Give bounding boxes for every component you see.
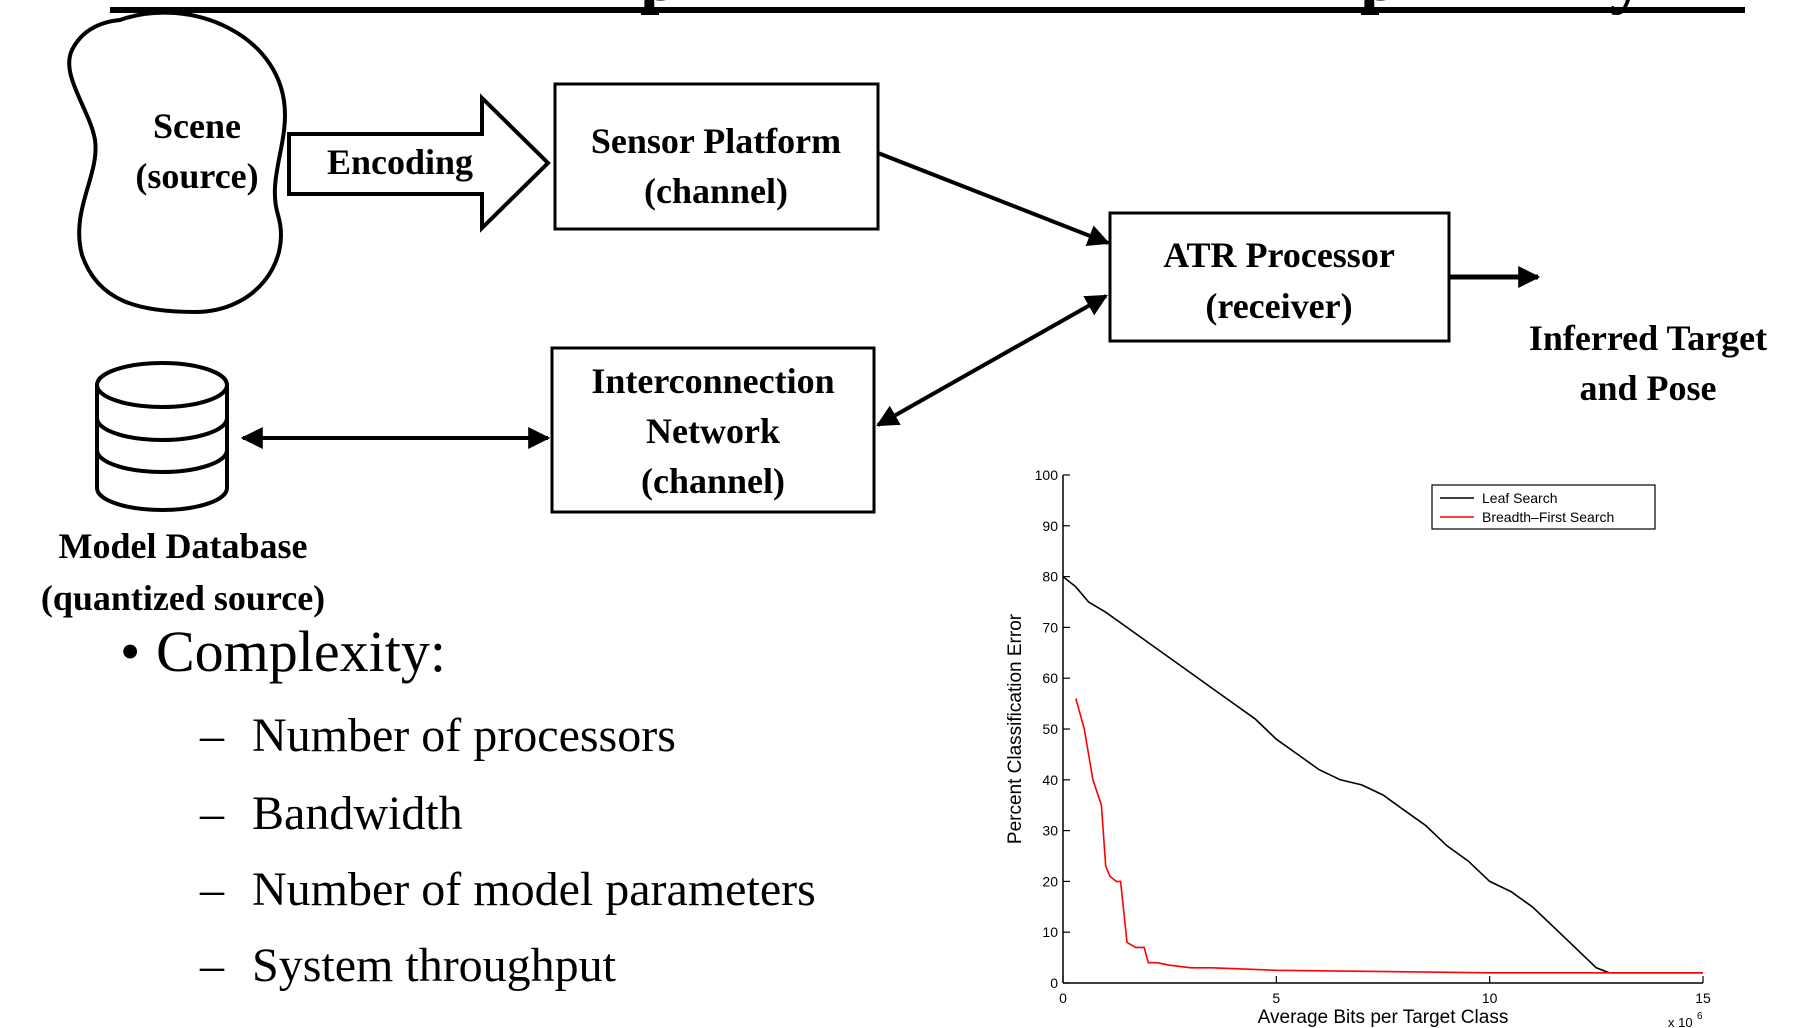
- y-tick-label: 100: [1035, 467, 1059, 483]
- y-tick-label: 80: [1042, 569, 1058, 585]
- sensor-to-atr-arrow: [877, 151, 1111, 247]
- atr-processor-line2: (receiver): [1205, 286, 1352, 326]
- atr-processor-box: [1108, 211, 1451, 343]
- svg-text:y: y: [1610, 0, 1645, 16]
- legend-box: [1431, 484, 1656, 530]
- interconnection-network-box: [550, 346, 876, 514]
- scene-label-line1: Scene: [153, 106, 241, 146]
- atr-processor-line1: ATR Processor: [1163, 235, 1395, 275]
- title-fragment: p p y: [110, 0, 1745, 16]
- y-tick-label: 0: [1050, 975, 1058, 991]
- scene-label-line2: (source): [135, 156, 258, 196]
- legend-label-1: Breadth–First Search: [1482, 509, 1614, 525]
- series-line-1: [1075, 698, 1703, 974]
- x-axis-multiplier-exponent: 6: [1697, 1011, 1703, 1022]
- legend-label-0: Leaf Search: [1482, 490, 1558, 506]
- encoding-arrow: [287, 93, 551, 233]
- interconnection-line3: (channel): [641, 461, 785, 501]
- database-label-line2: (quantized source): [41, 578, 325, 618]
- encoding-label: Encoding: [327, 142, 473, 182]
- y-tick-label: 30: [1042, 823, 1058, 839]
- sensor-platform-line1: Sensor Platform: [591, 121, 841, 161]
- output-label-line1: Inferred Target: [1529, 318, 1767, 358]
- y-tick-label: 60: [1042, 670, 1058, 686]
- y-tick-label: 50: [1042, 721, 1058, 737]
- database-cylinder-icon: [95, 361, 229, 512]
- y-tick-label: 20: [1042, 873, 1058, 889]
- y-tick-label: 10: [1042, 924, 1058, 940]
- series-line-0: [1062, 575, 1703, 974]
- database-label-line1: Model Database: [59, 526, 308, 566]
- scene-blob: [67, 10, 288, 315]
- x-tick-label: 0: [1059, 990, 1067, 1006]
- y-tick-label: 40: [1042, 772, 1058, 788]
- y-axis-label: Percent Classification Error: [1005, 613, 1026, 844]
- x-axis-label: Average Bits per Target Class: [1258, 1007, 1509, 1028]
- interconnection-line1: Interconnection: [591, 361, 834, 401]
- output-label-line2: and Pose: [1579, 368, 1716, 408]
- x-tick-label: 10: [1482, 990, 1498, 1006]
- interconnection-line2: Network: [646, 411, 780, 451]
- svg-text:p: p: [640, 0, 679, 16]
- y-tick-label: 70: [1042, 619, 1058, 635]
- sensor-platform-box: [553, 82, 880, 231]
- sensor-platform-line2: (channel): [644, 171, 788, 211]
- interconnect-atr-arrow: [876, 294, 1108, 427]
- y-tick-label: 90: [1042, 518, 1058, 534]
- x-axis-multiplier: x 10: [1668, 1015, 1693, 1028]
- svg-text:p: p: [1360, 0, 1399, 16]
- x-tick-label: 15: [1695, 990, 1711, 1006]
- x-tick-label: 5: [1272, 990, 1280, 1006]
